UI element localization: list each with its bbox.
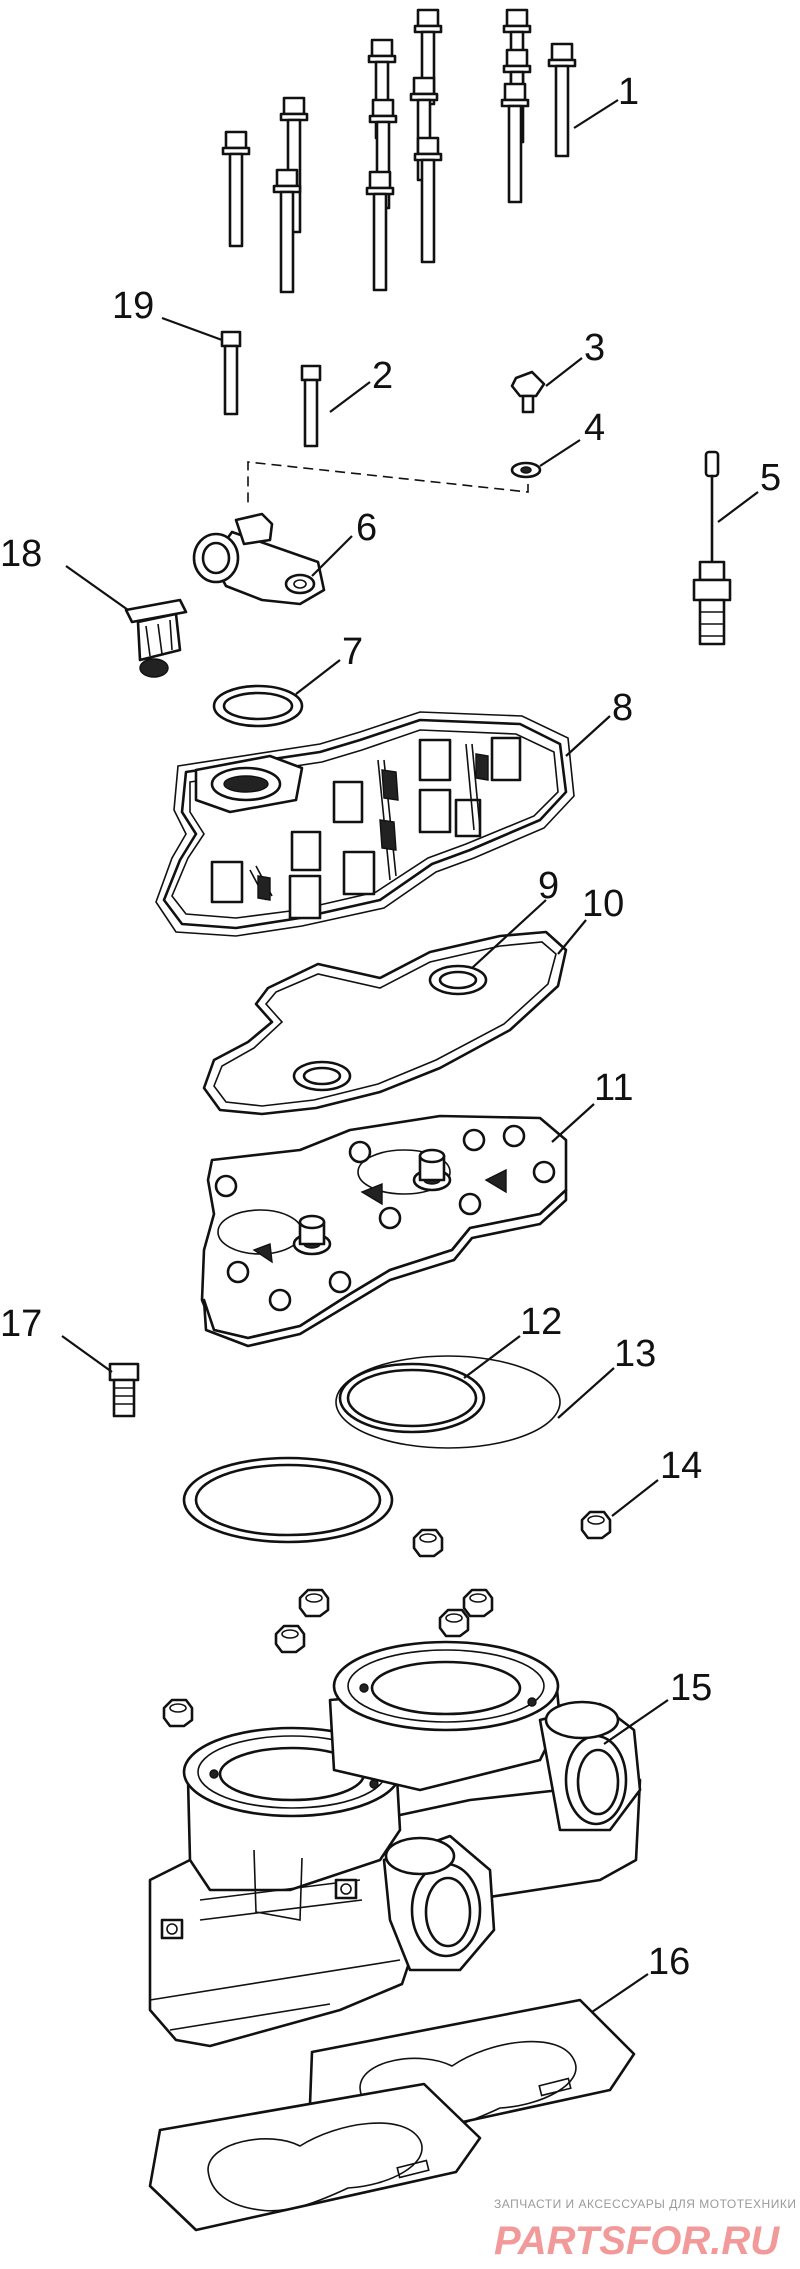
callout-18: 18 — [0, 533, 42, 575]
part-10-cover-gasket — [202, 919, 587, 1116]
part-3-bleed-screw — [510, 357, 583, 414]
part-9-o-ring — [292, 899, 547, 1092]
part-19-bolt — [161, 316, 242, 416]
watermark-brand: PARTSFOR.RU — [494, 2219, 780, 2263]
callout-17: 17 — [0, 1303, 42, 1345]
part-15-cylinder-block — [148, 1640, 669, 2048]
callout-13: 13 — [614, 1333, 656, 1375]
callout-14: 14 — [660, 1445, 702, 1487]
part-17-fitting — [61, 1335, 140, 1418]
part-13-o-ring — [182, 1355, 615, 1544]
callout-12: 12 — [520, 1301, 562, 1343]
part-7-o-ring — [212, 659, 341, 728]
callout-5: 5 — [760, 457, 781, 499]
part-4-washer — [510, 439, 581, 479]
callout-1: 1 — [618, 71, 639, 113]
part-6-water-outlet — [192, 512, 353, 606]
part-14-nuts — [162, 1479, 659, 1728]
callout-4: 4 — [584, 407, 605, 449]
callout-2: 2 — [372, 355, 393, 397]
part-5-temperature-sensor — [692, 450, 759, 646]
callout-9: 9 — [538, 865, 559, 907]
callout-19: 19 — [112, 285, 154, 327]
callout-8: 8 — [612, 687, 633, 729]
callout-15: 15 — [670, 1667, 712, 1709]
part-2-bolt — [300, 364, 371, 448]
part-8-head-cover — [155, 711, 611, 937]
part-11-cylinder-head — [200, 1103, 595, 1348]
watermark-tagline: ЗАПЧАСТИ И АКСЕССУАРЫ ДЛЯ МОТОТЕХНИКИ — [494, 2197, 796, 2211]
callout-16: 16 — [648, 1941, 690, 1983]
callout-6: 6 — [356, 507, 377, 549]
part-18-thermostat — [65, 565, 188, 678]
callout-3: 3 — [584, 327, 605, 369]
watermark: ЗАПЧАСТИ И АКСЕССУАРЫ ДЛЯ МОТОТЕХНИКИ PA… — [494, 2197, 796, 2263]
part-1-head-bolts — [221, 8, 619, 294]
callout-7: 7 — [342, 631, 363, 673]
part-12-o-ring — [338, 1335, 521, 1434]
callout-11: 11 — [594, 1067, 633, 1109]
part-16-base-gasket — [148, 1973, 649, 2232]
callout-10: 10 — [582, 883, 624, 925]
callout-labels: 1 2 3 4 5 6 7 8 9 10 11 12 13 14 15 16 1… — [0, 71, 781, 1983]
